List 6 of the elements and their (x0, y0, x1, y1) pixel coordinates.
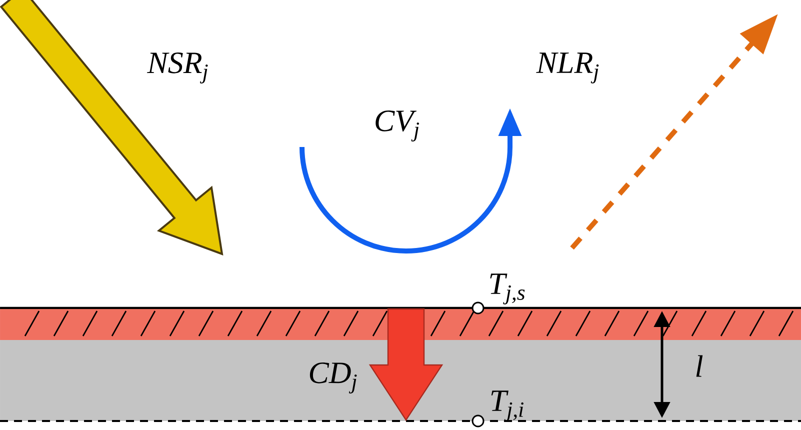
variable-label: l (696, 355, 703, 377)
variable-label: T$_{j,s}$ (490, 274, 525, 304)
variable-label: CV$_{j}$ (376, 110, 420, 142)
variable-label: CD$_{j}$ (310, 362, 357, 394)
variable-label: NSR$_{j}$ (146, 52, 208, 84)
variable-label: NLR$_{j}$ (536, 52, 599, 84)
